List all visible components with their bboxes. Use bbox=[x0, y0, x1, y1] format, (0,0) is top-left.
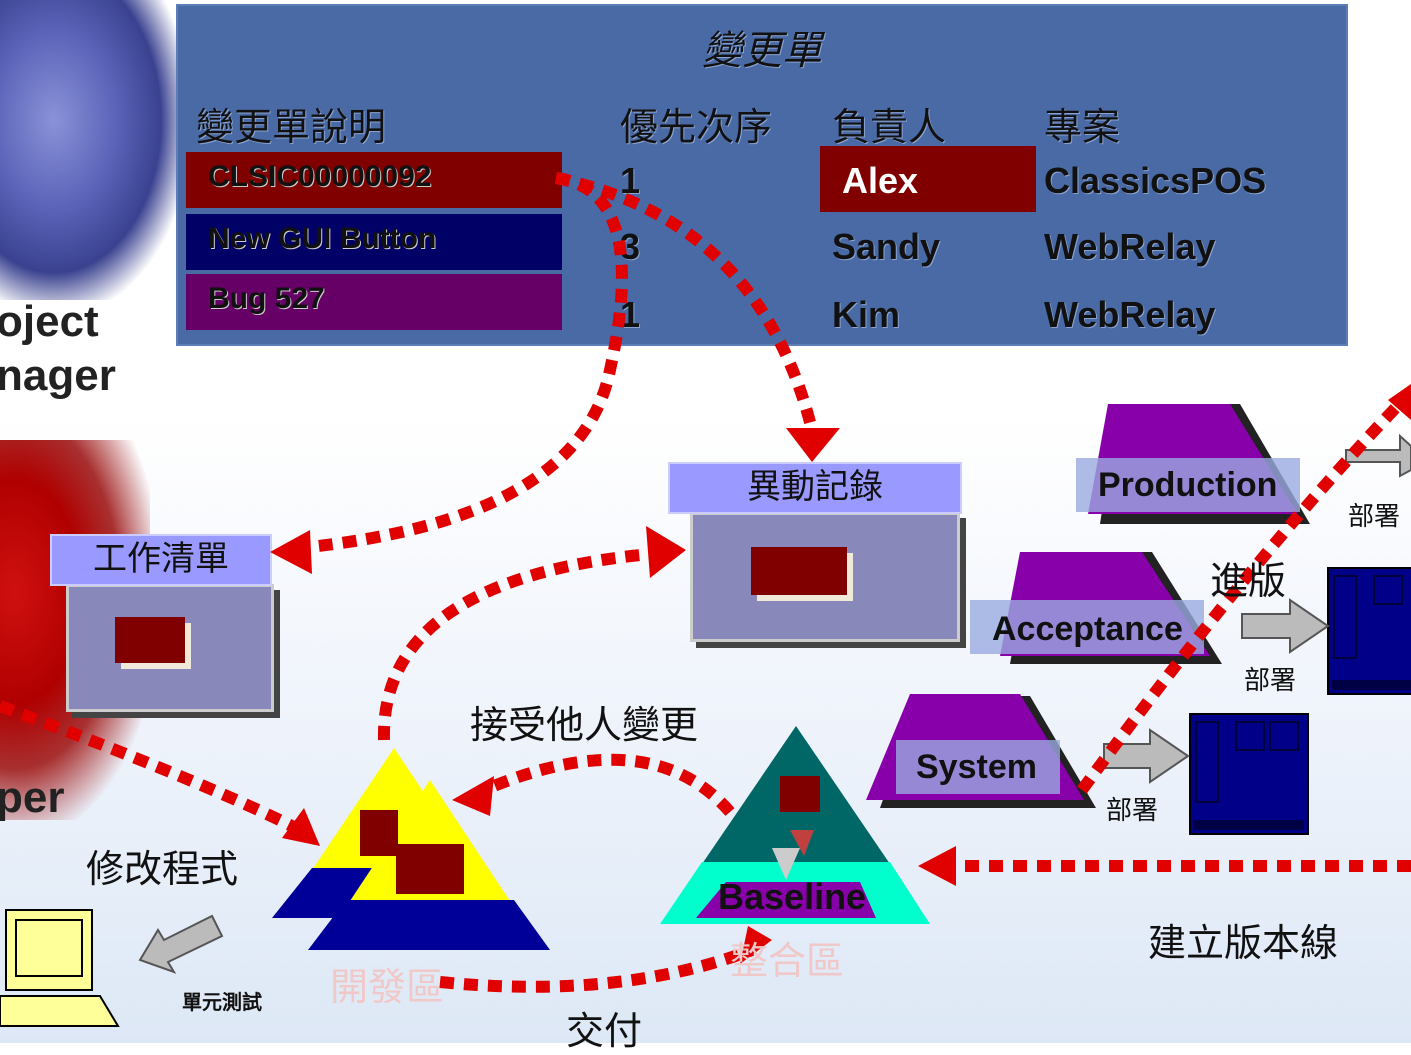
arrow-deliver bbox=[439, 944, 755, 993]
dev-area-label: 開發區 bbox=[330, 965, 445, 1009]
deploy-arrow-1 bbox=[1103, 728, 1190, 784]
acceptance-label-bg bbox=[970, 600, 1204, 654]
env-system[interactable]: System bbox=[916, 748, 1037, 786]
row-priority-2: 3 bbox=[620, 226, 641, 267]
dev-doc-back bbox=[360, 810, 398, 856]
integration-doc bbox=[780, 776, 820, 812]
integration-down-arrow-1 bbox=[790, 830, 814, 856]
deploy-label-system: 部署 bbox=[1106, 796, 1159, 826]
flow-arrows bbox=[0, 172, 1411, 993]
arrow-to-activity-log bbox=[554, 172, 818, 432]
integration-area-label: 整合區 bbox=[730, 939, 845, 983]
accept-changes-label: 接受他人變更 bbox=[470, 703, 699, 747]
row-desc-1[interactable]: CLSIC00000092 bbox=[186, 152, 562, 208]
dev-pyramid-front-base bbox=[308, 900, 550, 950]
row-project-1: ClassicsPOS bbox=[1044, 160, 1267, 201]
row-desc-3[interactable]: Bug 527 bbox=[186, 274, 562, 330]
build-baseline-label: 建立版本線 bbox=[1148, 921, 1339, 965]
integration-down-arrow-2 bbox=[772, 848, 800, 880]
arrow-promote bbox=[1077, 393, 1410, 794]
server-icon-2 bbox=[1327, 567, 1411, 695]
arrow-dev-to-log bbox=[377, 548, 651, 741]
row-priority-1: 1 bbox=[620, 160, 641, 201]
header-project: 專案 bbox=[1044, 105, 1121, 149]
row-priority-3: 1 bbox=[620, 294, 641, 335]
row-project-3: WebRelay bbox=[1044, 294, 1216, 335]
row-owner-2: Sandy bbox=[832, 226, 941, 267]
header-owner: 負責人 bbox=[832, 105, 947, 149]
env-production[interactable]: Production bbox=[1098, 466, 1278, 504]
dev-doc-front bbox=[396, 844, 464, 894]
arrow-accept-changes bbox=[481, 753, 735, 816]
baseline-label: Baseline bbox=[718, 876, 867, 917]
activity-log-title: 異動記錄 bbox=[668, 462, 962, 514]
production-label-bg bbox=[1076, 458, 1300, 512]
deploy-label-production: 部署 bbox=[1348, 502, 1401, 532]
header-priority: 優先次序 bbox=[620, 105, 773, 149]
change-order-title: 變更單 bbox=[702, 28, 822, 74]
arrow-to-work-list bbox=[299, 172, 628, 554]
owner-highlight bbox=[820, 146, 1036, 212]
integration-baseline-band bbox=[696, 882, 876, 918]
modify-code-label: 修改程式 bbox=[86, 847, 239, 891]
arrow-dev-to-pyramid bbox=[0, 700, 303, 836]
system-label-bg bbox=[896, 740, 1060, 794]
role-pm-line1: oject bbox=[0, 297, 99, 346]
env-acceptance[interactable]: Acceptance bbox=[992, 610, 1183, 648]
server-icon-1 bbox=[1189, 713, 1309, 835]
computer-icon bbox=[0, 909, 120, 1027]
role-developer: per bbox=[0, 773, 65, 822]
activity-log-document-icon bbox=[751, 547, 847, 595]
role-pm-line2: nager bbox=[0, 351, 116, 400]
row-owner-1: Alex bbox=[842, 160, 919, 201]
deploy-arrow-3 bbox=[1345, 433, 1411, 478]
unit-test-label: 單元測試 bbox=[182, 990, 262, 1014]
project-manager-photo bbox=[0, 0, 180, 300]
unit-test-arrow bbox=[138, 914, 224, 974]
dev-pyramid-front-top bbox=[348, 780, 512, 904]
work-list-box bbox=[66, 584, 274, 712]
header-description: 變更單說明 bbox=[196, 105, 387, 149]
work-list-document-icon bbox=[115, 617, 185, 663]
change-order-panel: 變更單 變更單說明 優先次序 負責人 專案 CLSIC00000092 New … bbox=[176, 4, 1348, 346]
row-project-2: WebRelay bbox=[1044, 226, 1216, 267]
deploy-label-acceptance: 部署 bbox=[1244, 666, 1297, 696]
promote-label: 進版 bbox=[1210, 559, 1287, 603]
arrow-heads bbox=[270, 384, 1411, 964]
deploy-arrow-2 bbox=[1241, 598, 1330, 654]
deliver-label: 交付 bbox=[566, 1009, 643, 1053]
row-owner-3: Kim bbox=[832, 294, 901, 335]
work-list-title: 工作清單 bbox=[50, 534, 272, 586]
row-desc-2[interactable]: New GUI Button bbox=[186, 214, 562, 270]
